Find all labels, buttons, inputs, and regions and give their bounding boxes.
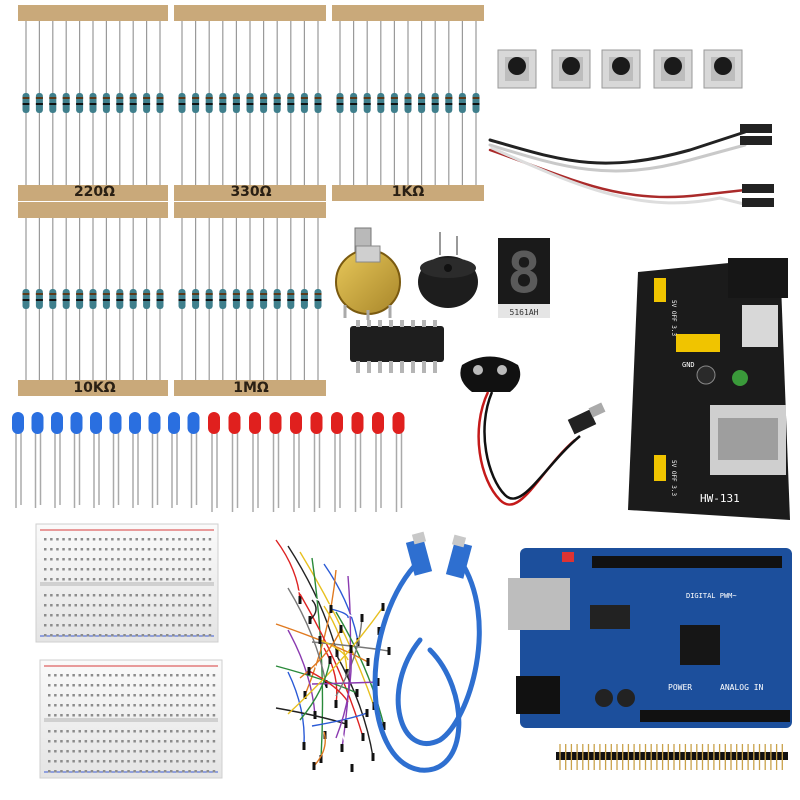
led-blue (148, 412, 161, 508)
led-blue (70, 412, 83, 508)
resistor-packs (18, 5, 484, 396)
resistor-label-1m: 1MΩ (233, 380, 269, 396)
led-red (331, 412, 343, 512)
resistor-pack-2 (174, 5, 326, 201)
push-button (653, 49, 693, 89)
led-blue (129, 412, 141, 508)
led-blue (109, 412, 122, 508)
led-red (208, 412, 220, 512)
led-row (12, 412, 405, 512)
led-blue (90, 412, 102, 508)
seven-segment-display: 8 5161AH (498, 238, 550, 318)
potentiometer (335, 227, 401, 320)
resistor-label-1k: 1KΩ (391, 184, 425, 200)
resistor-label-330: 330Ω (230, 184, 272, 200)
resistor-pack-5 (174, 202, 326, 396)
led-red (228, 412, 241, 512)
resistor-pack-1 (18, 5, 168, 201)
push-button (551, 49, 591, 89)
resistor-pack-3 (332, 5, 484, 201)
ic-chip (350, 320, 444, 373)
resistor-pack-4 (18, 202, 168, 396)
uno-digital-label: DIGITAL PWM~ (686, 592, 737, 600)
led-red (351, 412, 364, 512)
push-button (497, 49, 537, 89)
led-red (290, 412, 302, 512)
uno-board: POWER ANALOG IN DIGITAL PWM~ (508, 548, 792, 728)
led-red (392, 412, 405, 512)
uno-power-label: POWER (668, 683, 692, 692)
led-blue (31, 412, 44, 508)
battery-clip (460, 356, 606, 506)
led-blue (12, 412, 24, 508)
pin-header-strip (556, 744, 788, 770)
push-button (601, 49, 641, 89)
breadboard-2 (39, 659, 223, 779)
power-module-jumper-bottom: 5V OFF 3.3 (670, 460, 677, 497)
resistor-label-10k: 10KΩ (73, 380, 116, 396)
led-red (269, 412, 282, 512)
breadboard-1 (35, 523, 219, 643)
led-red (249, 412, 261, 512)
seven-segment-digit: 8 (507, 241, 541, 306)
led-blue (51, 412, 63, 508)
power-module-label: HW-131 (700, 492, 740, 505)
dupont-cable (488, 124, 774, 207)
led-red (372, 412, 384, 512)
seven-segment-part-number: 5161AH (510, 308, 539, 317)
power-module-jumper-top: 5V OFF 3.3 (670, 300, 677, 337)
breadboards (35, 523, 223, 779)
push-buttons (497, 49, 743, 89)
led-red (310, 412, 323, 512)
led-blue (168, 412, 180, 508)
uno-analog-label: ANALOG IN (720, 683, 764, 692)
jumper-wire-bundle (275, 539, 391, 772)
buzzer (418, 232, 478, 308)
power-module-gnd: GND (682, 361, 695, 369)
led-blue (187, 412, 200, 508)
push-button (703, 49, 743, 89)
power-module: HW-131 GND 5V OFF 3.3 5V OFF 3.3 (628, 258, 790, 520)
usb-cable (372, 531, 482, 773)
resistor-label-220: 220Ω (73, 184, 116, 200)
